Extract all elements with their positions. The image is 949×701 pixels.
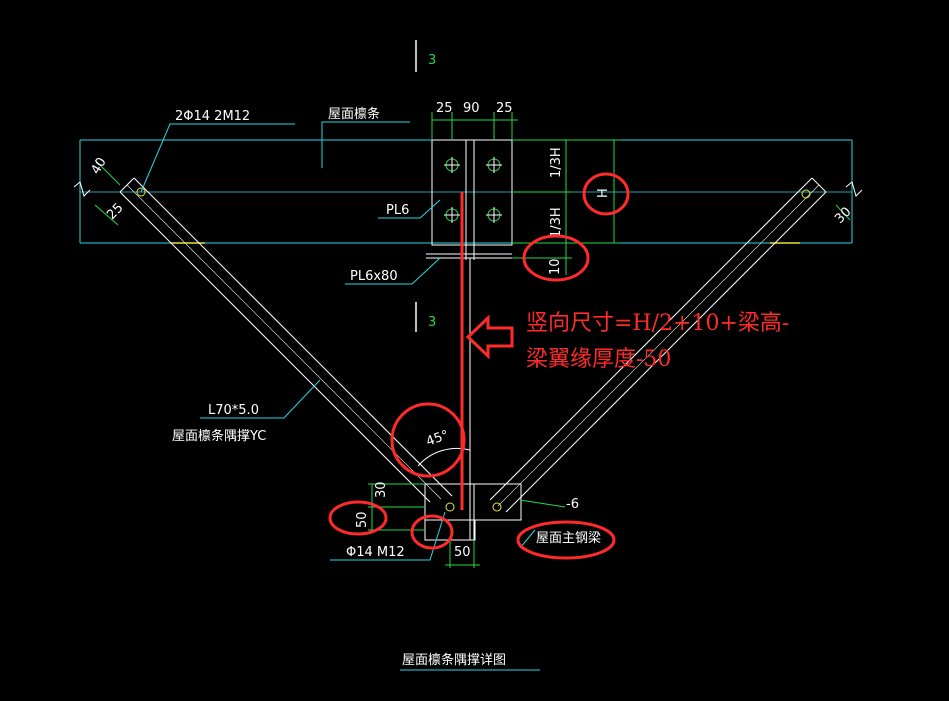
left-brace bbox=[119, 177, 453, 503]
dim-30: 30 bbox=[374, 481, 389, 498]
label-pl6: PL6 bbox=[386, 203, 409, 218]
right-brace bbox=[489, 177, 827, 513]
drawing-title: 屋面檩条隅撑详图 bbox=[402, 652, 506, 668]
bottom-bolts bbox=[445, 502, 502, 512]
top-dimension-lines bbox=[431, 112, 518, 140]
dim-1-3h-top: 1/3H bbox=[549, 147, 564, 178]
dim-90: 90 bbox=[463, 101, 480, 116]
section-mark-middle: 3 bbox=[415, 302, 436, 332]
break-symbols bbox=[73, 181, 863, 197]
angle-45: 45° bbox=[424, 428, 451, 450]
dim-1-3h-bottom: 1/3H bbox=[549, 207, 564, 238]
svg-text:3: 3 bbox=[428, 315, 436, 330]
dim-25-left: 25 bbox=[436, 101, 453, 116]
label-bottom-bolts: Φ14 M12 bbox=[346, 545, 405, 560]
center-bolts bbox=[444, 157, 502, 223]
label-pl6x80: PL6x80 bbox=[350, 269, 398, 284]
dim-40: 40 bbox=[88, 155, 109, 177]
leader-lines bbox=[140, 121, 540, 671]
arrow-icon bbox=[465, 314, 514, 360]
label-minus6: -6 bbox=[566, 497, 579, 512]
right-dimension-lines bbox=[512, 139, 620, 275]
dim-h: H bbox=[596, 188, 611, 198]
dim-25-right: 25 bbox=[496, 101, 513, 116]
left-end-dims bbox=[94, 159, 851, 226]
annotation-line1: 竖向尺寸=H/2+10+梁高- bbox=[526, 311, 789, 336]
section-mark-top: 3 bbox=[415, 40, 436, 72]
dim-25-left-end: 25 bbox=[104, 201, 126, 223]
label-angle: L70*5.0 bbox=[208, 403, 259, 418]
dim-10: 10 bbox=[548, 258, 563, 275]
annotation-line2: 梁翼缘厚度-50 bbox=[526, 347, 671, 372]
dim-50-vertical: 50 bbox=[355, 511, 370, 528]
dim-30-right-end: 30 bbox=[832, 205, 854, 227]
center-plate bbox=[426, 139, 513, 260]
dim-50-horizontal: 50 bbox=[454, 545, 471, 560]
label-brace: 屋面檩条隅撑YC bbox=[172, 428, 266, 444]
label-purlin: 屋面檩条 bbox=[328, 106, 380, 122]
svg-text:3: 3 bbox=[428, 53, 436, 68]
label-top-bolts: 2Φ14 2M12 bbox=[175, 109, 250, 124]
label-main-beam: 屋面主钢梁 bbox=[536, 531, 601, 546]
red-markups bbox=[328, 172, 630, 560]
